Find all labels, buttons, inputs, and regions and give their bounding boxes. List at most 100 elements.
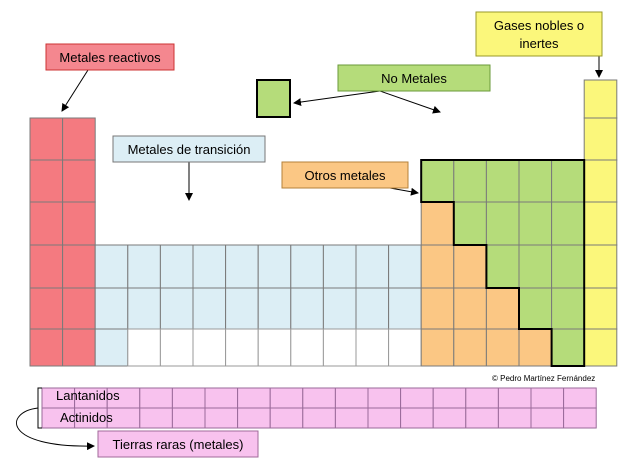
reactive-metal-cell bbox=[29, 244, 64, 289]
lanthanides-label: Lantanidos bbox=[56, 388, 120, 403]
empty-cell bbox=[192, 328, 227, 367]
arrows bbox=[16, 56, 603, 451]
empty-cell bbox=[127, 328, 161, 367]
reactive-metal-cell bbox=[62, 244, 96, 289]
transition-metal-cell bbox=[94, 328, 129, 367]
other-metal-cell bbox=[453, 244, 487, 289]
empty-cell bbox=[355, 328, 390, 367]
reactive-metal-cell bbox=[62, 117, 96, 161]
reactive-metal-cell bbox=[29, 287, 64, 330]
credit-text: © Pedro Martínez Fernández bbox=[492, 374, 595, 383]
transition-metal-cell bbox=[388, 287, 422, 330]
reactive-metal-cell bbox=[29, 117, 64, 161]
other-metal-cell bbox=[420, 328, 455, 367]
nonmetal-sample-square bbox=[256, 79, 291, 118]
actinide-cell bbox=[139, 407, 173, 429]
nonmetal-cell bbox=[453, 159, 487, 203]
noble-gas-cell bbox=[583, 159, 618, 203]
label-rare-earths-text: Tierras raras (metales) bbox=[113, 437, 244, 452]
label-noble-gases-line1: Gases nobles o bbox=[494, 18, 584, 33]
nonmetal-cell bbox=[518, 159, 553, 203]
nonmetal-cell bbox=[485, 244, 520, 289]
actinide-cell bbox=[237, 407, 271, 429]
actinide-cell bbox=[204, 407, 239, 429]
empty-cell bbox=[159, 328, 194, 367]
lanthanide-cell bbox=[334, 387, 369, 409]
lanthanide-cell bbox=[237, 387, 271, 409]
noble-gas-cell bbox=[583, 328, 618, 367]
noble-gas-cell bbox=[583, 287, 618, 330]
transition-metal-cell bbox=[159, 287, 194, 330]
label-noble-gases: Gases nobles o inertes bbox=[475, 11, 603, 57]
label-transition-metals-text: Metales de transición bbox=[128, 142, 251, 157]
other-metal-cell bbox=[485, 328, 520, 367]
other-metal-cell bbox=[453, 328, 487, 367]
lanthanide-cell bbox=[530, 387, 565, 409]
empty-cell bbox=[290, 328, 324, 367]
reactive-metal-cell bbox=[62, 287, 96, 330]
nonmetal-cell bbox=[518, 201, 553, 246]
nonmetal-cell bbox=[551, 159, 585, 203]
empty-cell bbox=[388, 328, 422, 367]
actinide-cell bbox=[400, 407, 434, 429]
transition-metal-cell bbox=[388, 244, 422, 289]
actinide-cell bbox=[334, 407, 369, 429]
nonmetal-cell bbox=[485, 201, 520, 246]
lanthanide-cell bbox=[139, 387, 173, 409]
noble-gas-cell bbox=[583, 117, 618, 161]
other-metal-cell bbox=[420, 201, 455, 246]
label-nonmetals-text: No Metales bbox=[381, 71, 447, 86]
other-metal-cell bbox=[420, 244, 455, 289]
transition-metal-cell bbox=[290, 287, 324, 330]
nonmetal-boundary bbox=[420, 159, 586, 367]
actinide-cell bbox=[530, 407, 565, 429]
transition-metal-cell bbox=[322, 287, 357, 330]
arrow-reactive-metals bbox=[61, 69, 89, 112]
actinides-label: Actinidos bbox=[60, 410, 113, 425]
actinide-cell bbox=[563, 407, 597, 429]
transition-metal-cell bbox=[127, 244, 161, 289]
label-transition-metals: Metales de transición bbox=[112, 135, 266, 163]
reactive-metal-cell bbox=[29, 328, 64, 367]
actinide-cell bbox=[432, 407, 467, 429]
main-table-cells bbox=[29, 79, 618, 367]
actinide-cell bbox=[269, 407, 304, 429]
transition-metal-cell bbox=[159, 244, 194, 289]
reactive-metal-cell bbox=[29, 159, 64, 203]
lanthanide-cell bbox=[563, 387, 597, 409]
lanthanide-cell bbox=[400, 387, 434, 409]
nonmetal-cell bbox=[551, 201, 585, 246]
transition-metal-cell bbox=[127, 287, 161, 330]
reactive-metal-cell bbox=[62, 328, 96, 367]
label-nonmetals: No Metales bbox=[337, 64, 491, 92]
transition-metal-cell bbox=[355, 287, 390, 330]
transition-metal-cell bbox=[257, 244, 292, 289]
lanthanide-cell bbox=[302, 387, 336, 409]
nonmetal-cell bbox=[453, 201, 487, 246]
lanthanide-cell bbox=[432, 387, 467, 409]
transition-metal-cell bbox=[94, 244, 129, 289]
transition-metal-cell bbox=[192, 244, 227, 289]
label-reactive-metals-text: Metales reactivos bbox=[59, 50, 161, 65]
other-metal-cell bbox=[420, 287, 455, 330]
actinide-cell bbox=[302, 407, 336, 429]
lanthanide-cell bbox=[171, 387, 206, 409]
actinide-cell bbox=[367, 407, 402, 429]
rare-earth-cells bbox=[41, 387, 597, 429]
reactive-metal-cell bbox=[62, 201, 96, 246]
label-rare-earths: Tierras raras (metales) bbox=[97, 430, 259, 458]
empty-cell bbox=[322, 328, 357, 367]
lanthanide-cell bbox=[465, 387, 499, 409]
empty-cell bbox=[225, 328, 259, 367]
arrow-nonmetals-right bbox=[379, 90, 441, 114]
label-other-metals-text: Otros metales bbox=[305, 168, 386, 183]
nonmetal-cell bbox=[551, 328, 585, 367]
other-metal-cell bbox=[485, 287, 520, 330]
noble-gas-cell bbox=[583, 79, 618, 119]
nonmetal-cell bbox=[551, 287, 585, 330]
other-metal-cell bbox=[518, 328, 553, 367]
transition-metal-cell bbox=[225, 244, 259, 289]
transition-metal-cell bbox=[257, 287, 292, 330]
reactive-metal-cell bbox=[29, 201, 64, 246]
